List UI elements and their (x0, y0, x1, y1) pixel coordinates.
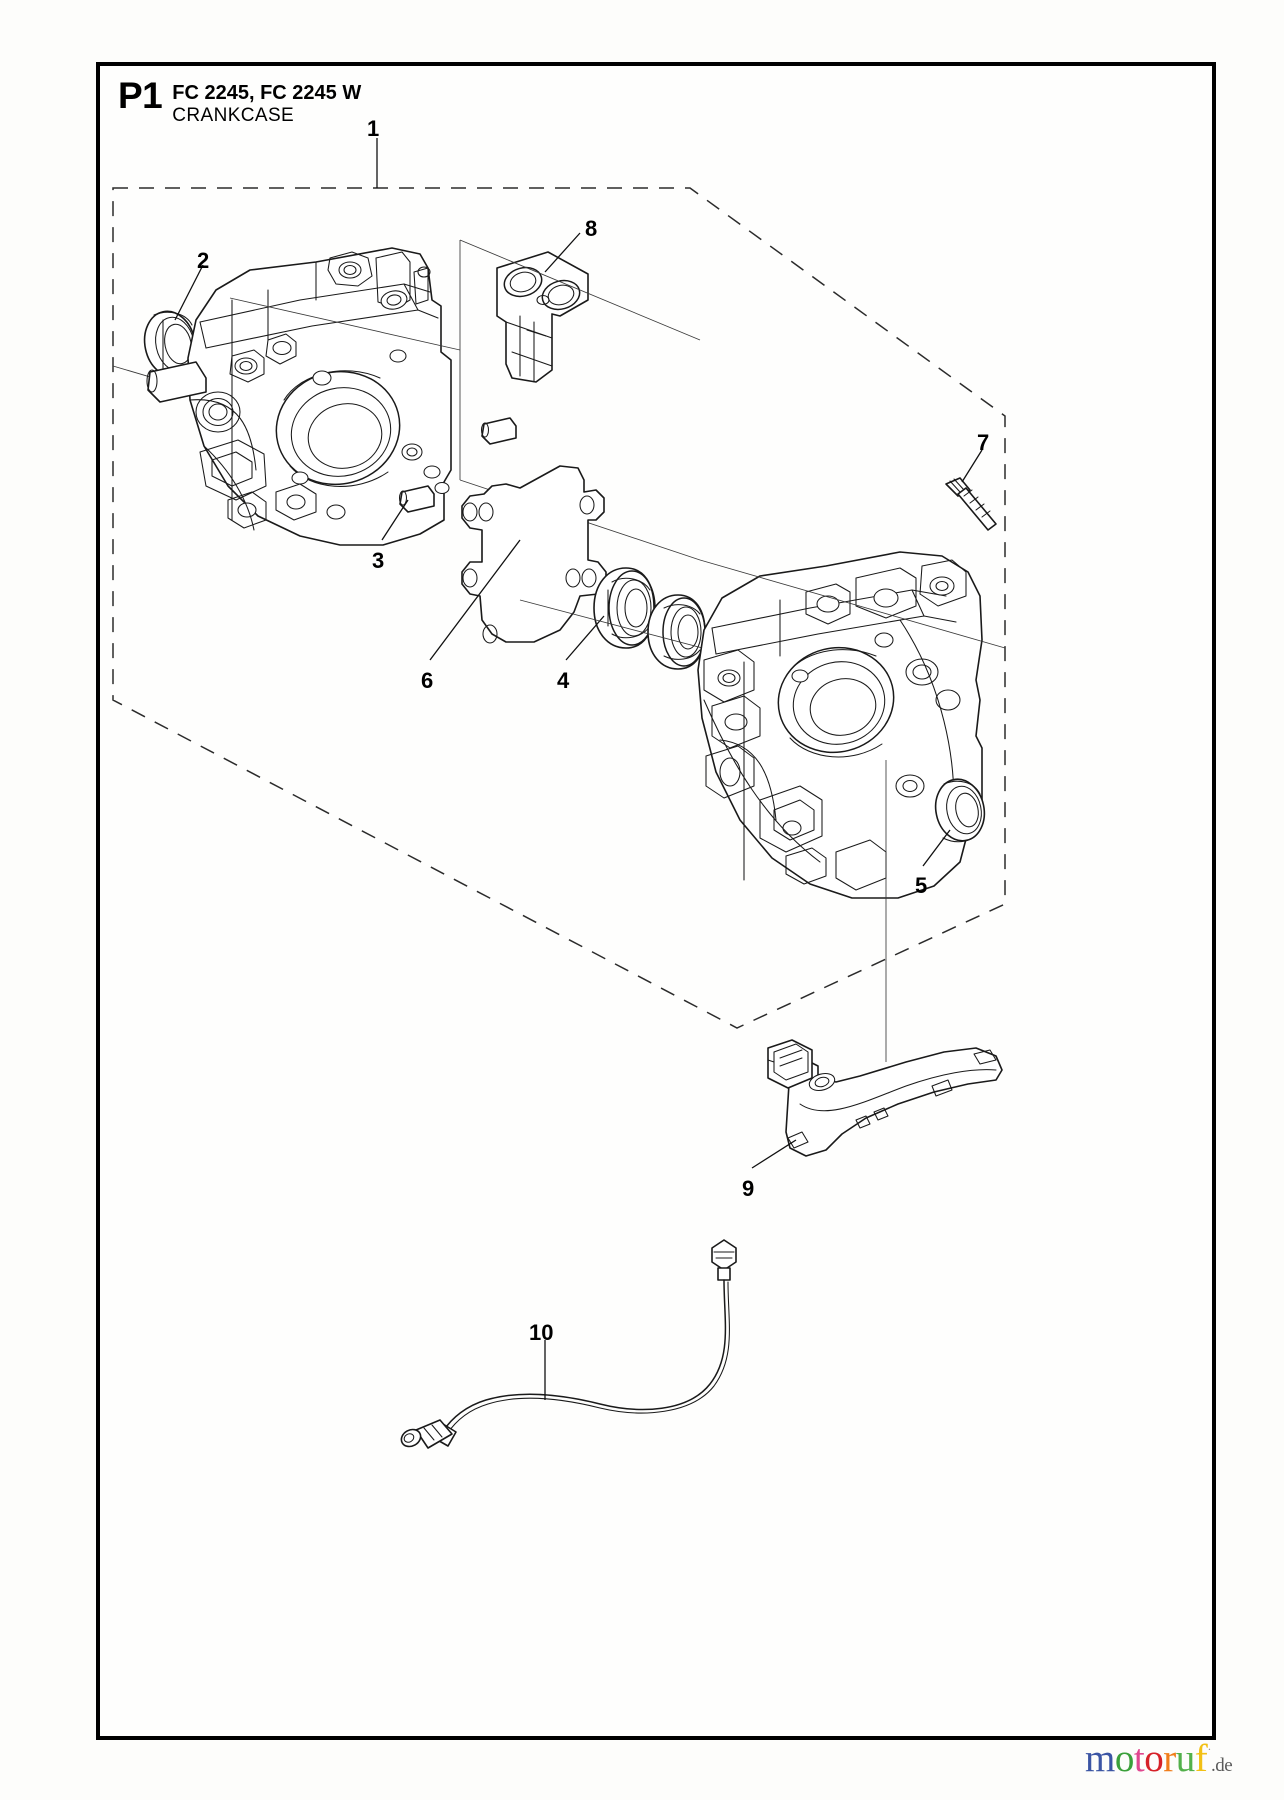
watermark-letter: t (1133, 1737, 1145, 1780)
callout-3[interactable]: 3 (372, 548, 385, 573)
page-code: P1 (118, 75, 163, 116)
watermark-letter: o (1144, 1737, 1164, 1780)
callout-7[interactable]: 7 (977, 430, 990, 455)
watermark-dot: ˙ (1207, 1745, 1212, 1760)
diagram-header: P1 FC 2245, FC 2245 W CRANKCASE (118, 75, 361, 128)
watermark-letter: m (1085, 1737, 1115, 1780)
watermark-letters: motoruf (1085, 1737, 1208, 1780)
watermark-letter: o (1114, 1737, 1135, 1780)
sheet-border (96, 62, 1216, 1740)
watermark-letter: f (1194, 1737, 1208, 1780)
callout-10[interactable]: 10 (529, 1320, 554, 1345)
callout-2[interactable]: 2 (197, 248, 210, 273)
model-line: FC 2245, FC 2245 W (172, 82, 362, 104)
callout-8[interactable]: 8 (585, 216, 598, 241)
callout-9[interactable]: 9 (742, 1176, 755, 1201)
motoruf-watermark: motoruf˙.de (1085, 1736, 1233, 1781)
watermark-letter: u (1175, 1737, 1196, 1780)
callout-1[interactable]: 1 (367, 116, 380, 141)
watermark-letter: r (1163, 1737, 1176, 1780)
section-line: CRANKCASE (172, 105, 295, 126)
watermark-tld: .de (1211, 1755, 1233, 1776)
header-text-block: FC 2245, FC 2245 W CRANKCASE (172, 78, 361, 128)
callout-5[interactable]: 5 (915, 873, 928, 898)
callout-4[interactable]: 4 (557, 668, 570, 693)
callout-6[interactable]: 6 (421, 668, 434, 693)
